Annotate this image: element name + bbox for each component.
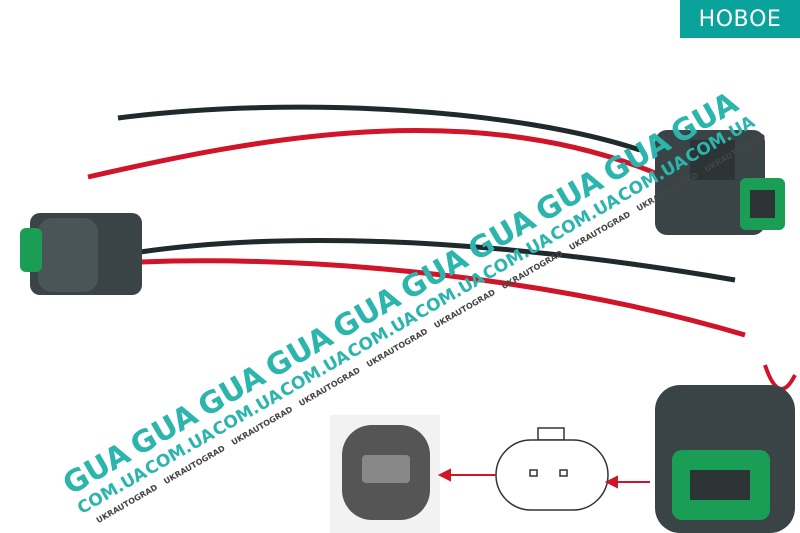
arrows: [437, 468, 650, 489]
right-connector: [655, 130, 785, 235]
connector-diagram: [495, 427, 609, 511]
connector-pin-photo: [330, 415, 440, 533]
black-wire-bottom: [139, 238, 736, 283]
red-wire-bottom: [139, 258, 746, 338]
new-badge: НОВОЕ: [680, 0, 800, 38]
red-wire-top: [87, 127, 661, 180]
left-connector: [20, 213, 142, 295]
black-wire-top: [117, 104, 641, 153]
connector-front-photo: [655, 364, 797, 533]
